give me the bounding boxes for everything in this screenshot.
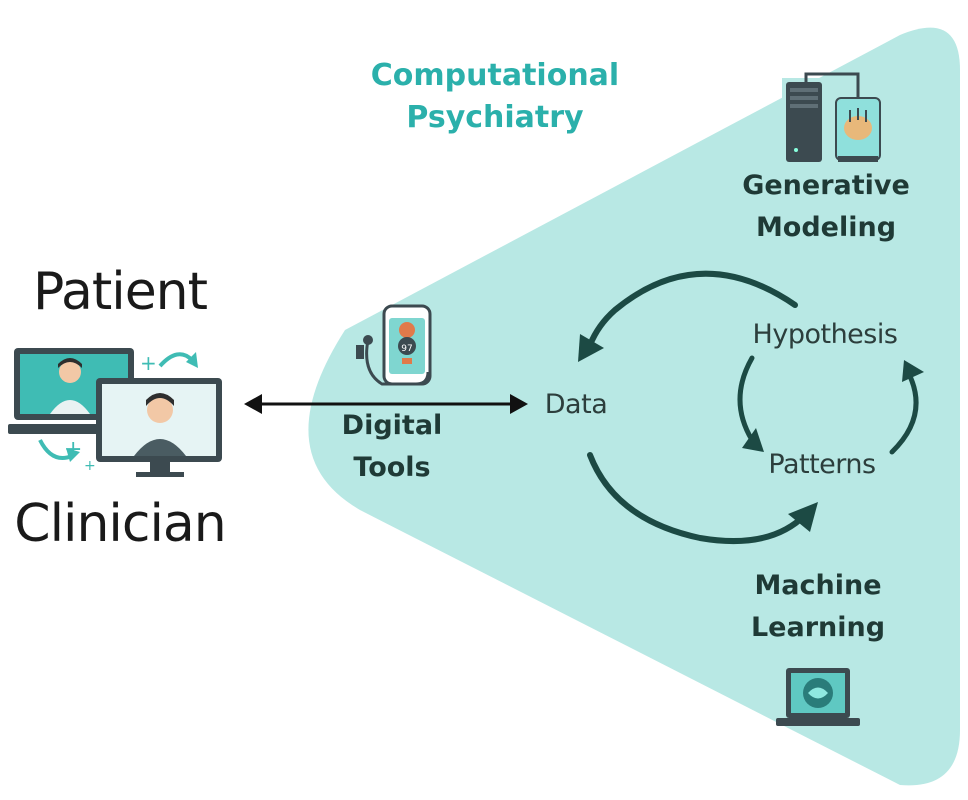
generative-modeling-line1: Generative (742, 170, 910, 201)
laptop-brain-icon (776, 668, 860, 726)
machine-learning-line2: Learning (750, 612, 886, 643)
clinician-label: Clinician (14, 494, 226, 554)
patient-label: Patient (32, 262, 208, 322)
machine-learning-line1: Machine (754, 570, 882, 601)
patterns-node-label: Patterns (768, 449, 876, 480)
svg-text:+: + (84, 458, 96, 474)
cycle-arrowhead-data (578, 334, 604, 362)
arrowhead-hypothesis-small (902, 360, 924, 382)
smartphone-stethoscope-icon (356, 304, 432, 386)
server-brain-icon (782, 72, 886, 166)
data-link-arrow (244, 394, 528, 414)
computational-region (308, 27, 960, 786)
data-node-label: Data (544, 389, 608, 420)
digital-tools-line2: Tools (353, 452, 431, 483)
svg-text:+: + (140, 351, 157, 375)
cycle-arrowhead-patterns (788, 502, 818, 532)
cycle-arrow-hypothesis-to-data (587, 270, 798, 348)
telehealth-monitors-icon: + + + (8, 348, 222, 477)
digital-tools-line1: Digital (341, 410, 443, 441)
arrowhead-patterns-small (742, 428, 764, 452)
generative-modeling-line2: Modeling (755, 212, 897, 243)
hypothesis-node-label: Hypothesis (752, 319, 898, 350)
arrow-patterns-to-hypothesis (889, 369, 919, 455)
phone-reading: 97 (401, 344, 412, 354)
diagram-title-line2: Psychiatry (406, 100, 584, 135)
cycle-arrow-data-to-patterns (587, 452, 808, 545)
diagram-title-line1: Computational (370, 58, 620, 93)
arrow-hypothesis-to-patterns (737, 355, 755, 443)
svg-text:+: + (64, 437, 82, 462)
